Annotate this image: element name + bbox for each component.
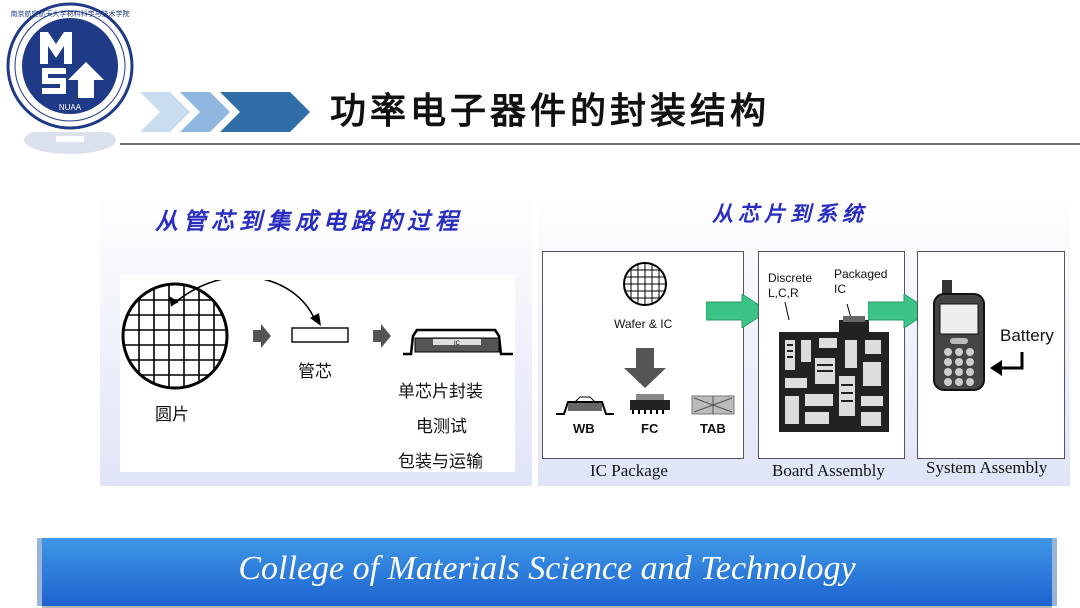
wafer-ic-label: Wafer & IC	[614, 317, 673, 331]
single-chip-package-icon: IC	[403, 328, 513, 356]
die-to-ic-heading: 从管芯到集成电路的过程	[155, 208, 463, 235]
battery-pointer-arrow-icon	[990, 352, 1024, 376]
ic-package-caption: IC Package	[590, 461, 668, 480]
step-arrow-icon-2	[373, 324, 391, 348]
title-chevrons-icon	[140, 92, 310, 132]
ic-package-diagram	[556, 262, 735, 415]
die-icon	[291, 327, 349, 343]
step-electrical-test: 电测试	[416, 417, 467, 437]
package-chip-text: IC	[454, 341, 461, 347]
step-packing-shipping: 包装与运输	[398, 452, 483, 472]
tab-label: TAB	[700, 421, 726, 436]
wafer-to-package-diagram: IC	[121, 280, 513, 390]
discrete-label: Discrete	[768, 271, 813, 285]
page-title: 功率电子器件的封装结构	[330, 91, 771, 132]
footer-college-name: College of Materials Science and Technol…	[238, 550, 856, 587]
header-divider	[120, 143, 1080, 145]
green-arrow-icon	[706, 294, 768, 328]
fc-label: FC	[641, 421, 659, 436]
logo-letters: NUAA	[59, 103, 82, 112]
step-single-chip-packaging: 单芯片封装	[398, 382, 483, 402]
university-logo: 南京航空航天大学材料科学与技术学院 NUAA	[6, 2, 134, 130]
chip-to-system-heading: 从芯片到系统	[712, 201, 868, 226]
packaged-label: Packaged	[834, 267, 888, 281]
board-assembly-caption: Board Assembly	[772, 461, 885, 480]
circuit-board-icon	[779, 301, 889, 432]
battery-label: Battery	[1000, 326, 1054, 345]
discrete-lcr-label: L,C,R	[768, 286, 799, 300]
down-arrow-icon	[624, 348, 666, 388]
wafer-label: 圆片	[155, 405, 189, 425]
wb-package-icon	[556, 396, 614, 415]
wb-label: WB	[573, 421, 595, 436]
packaged-ic-label: IC	[834, 282, 846, 296]
mobile-phone-icon	[933, 280, 985, 391]
system-assembly-caption: System Assembly	[926, 458, 1048, 477]
step-arrow-icon	[253, 324, 271, 348]
logo-ring-text: 南京航空航天大学材料科学与技术学院	[11, 9, 130, 18]
die-label: 管芯	[298, 362, 332, 382]
wafer-icon	[121, 282, 229, 390]
footer-banner: College of Materials Science and Technol…	[42, 538, 1052, 606]
tab-package-icon	[691, 395, 735, 415]
fc-package-icon	[630, 394, 670, 414]
curved-arrow-icon	[170, 280, 316, 321]
logo-reflection	[24, 132, 116, 154]
